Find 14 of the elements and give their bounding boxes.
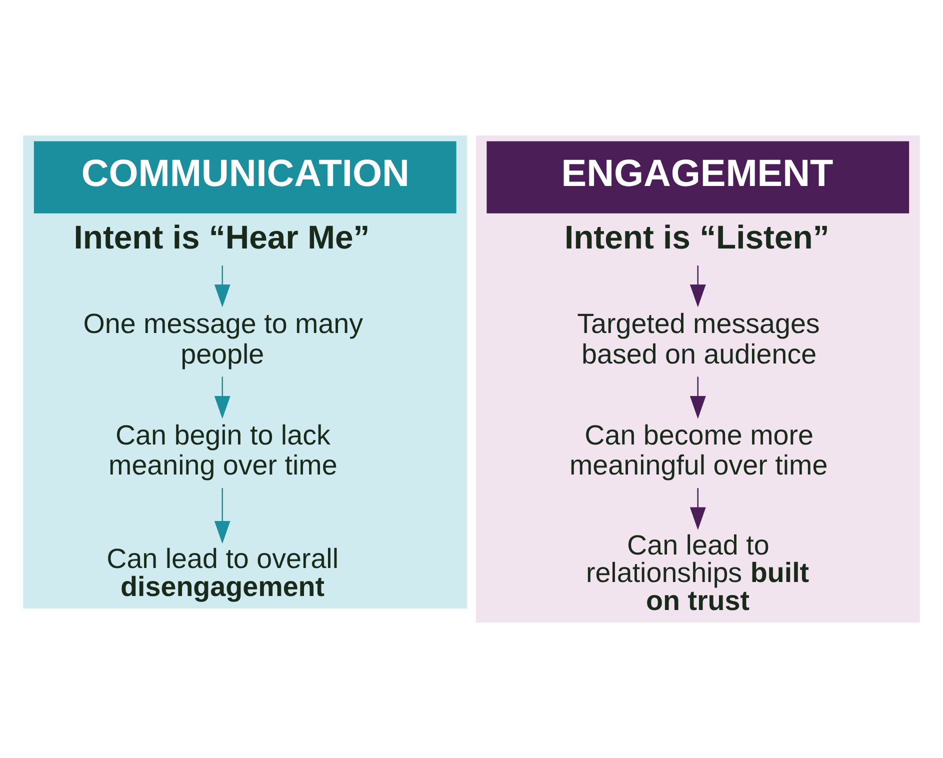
node-text: Can lead to overall disengagement [106, 543, 339, 602]
node-text: Can begin to lack meaning over time [108, 419, 338, 481]
node-text: Intent is “Hear Me” [74, 218, 370, 256]
arrow [690, 488, 706, 530]
node-text: Can lead to relationships built on trust [586, 529, 810, 616]
node-text: One message to many people [83, 308, 364, 370]
node-text: Targeted messages based on audience [577, 308, 820, 370]
node-text: Intent is “Listen” [564, 218, 830, 256]
arrow [690, 376, 706, 419]
arrow [214, 376, 230, 419]
node-text: Can become more meaningful over time [570, 419, 828, 481]
arrow [214, 265, 230, 308]
arrow [214, 488, 230, 544]
arrow [690, 265, 706, 308]
